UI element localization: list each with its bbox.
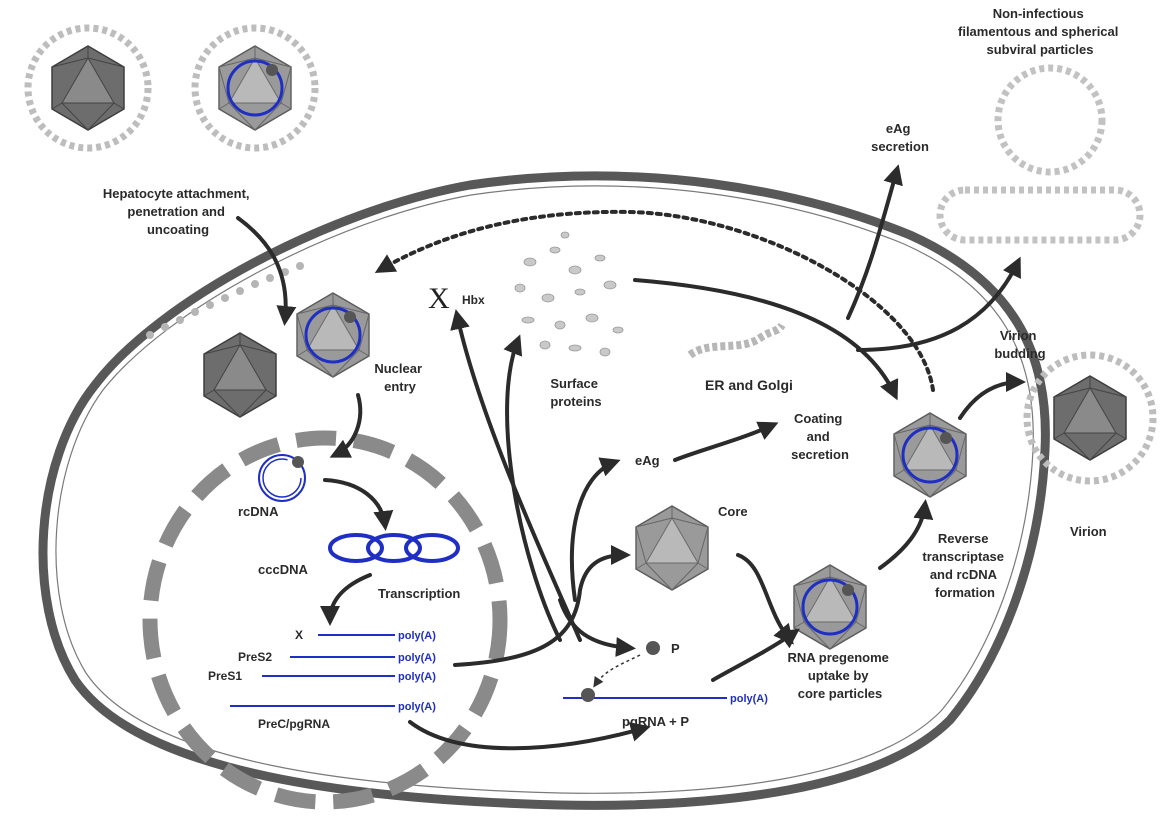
p-binding-arrow (595, 655, 640, 685)
incoming-virion (195, 28, 315, 148)
label-budding: Virion budding (994, 328, 1045, 361)
arrow-rcdna-to-cccdna (325, 480, 385, 525)
rcdna-symbol (259, 455, 305, 501)
label-transcript-pres2: PreS2 (238, 650, 272, 664)
arrow-eag-secretion (848, 170, 897, 318)
label-virion: Virion (1070, 524, 1107, 539)
polya-pres2: poly(A) (398, 652, 436, 664)
arrow-to-p (560, 600, 630, 648)
polya-prec: poly(A) (398, 701, 436, 713)
label-transcript-x: X (295, 628, 303, 642)
arrow-to-eag (572, 462, 615, 600)
mature-capsid (894, 413, 966, 497)
label-reverse-transcriptase: Reverse transcriptase and rcDNA formatio… (922, 531, 1007, 600)
label-coating: Coating and secretion (791, 411, 849, 462)
label-er-golgi: ER and Golgi (705, 377, 793, 393)
label-p: P (671, 641, 680, 656)
label-cccdna: cccDNA (258, 562, 308, 577)
uncoated-capsid (297, 293, 369, 377)
label-x-protein: X (428, 282, 450, 315)
label-pgrna-p: pgRNA + P (622, 714, 689, 729)
arrow-to-hbx (457, 315, 580, 640)
label-surface-proteins: Surface proteins (550, 376, 601, 409)
nucleus (150, 438, 500, 802)
subviral-filament (940, 190, 1140, 240)
subviral-sphere (998, 68, 1102, 172)
cccdna-symbol (330, 535, 458, 561)
label-hbx: Hbx (462, 293, 485, 307)
pgrna-p-dot (581, 688, 595, 702)
arrow-pgrna-to-uptake (713, 632, 795, 680)
label-rna-uptake: RNA pregenome uptake by core particles (788, 650, 893, 701)
arrow-transcription (330, 575, 370, 620)
pregenome-capsid (794, 565, 866, 649)
arrow-virion-budding (960, 382, 1020, 418)
incoming-virion-empty (28, 28, 148, 148)
label-transcript-prec: PreC/pgRNA (258, 717, 330, 731)
label-subviral: Non-infectious filamentous and spherical… (958, 6, 1122, 57)
uncoated-capsid-empty (204, 333, 276, 417)
label-rcdna: rcDNA (238, 504, 279, 519)
arrow-to-core (455, 555, 625, 665)
surface-protein-particles (515, 232, 623, 356)
label-attachment: Hepatocyte attachment, penetration and u… (103, 186, 253, 237)
er-golgi-membrane (690, 325, 782, 355)
p-protein-dot (646, 641, 660, 655)
arrow-eag-to-coating (675, 425, 773, 460)
polya-pgrna: poly(A) (730, 693, 768, 705)
core-capsid (636, 506, 708, 590)
arrow-uptake-to-mature (880, 505, 925, 568)
label-eag-secretion: eAg secretion (871, 121, 929, 154)
label-core: Core (718, 504, 748, 519)
label-nuclear-entry: Nuclear entry (374, 361, 425, 394)
arrow-core-to-uptake (738, 555, 790, 640)
polya-x: poly(A) (398, 630, 436, 642)
label-eag: eAg (635, 453, 660, 468)
label-transcription: Transcription (378, 586, 460, 601)
label-transcript-pres1: PreS1 (208, 669, 242, 683)
polya-pres1: poly(A) (398, 671, 436, 683)
